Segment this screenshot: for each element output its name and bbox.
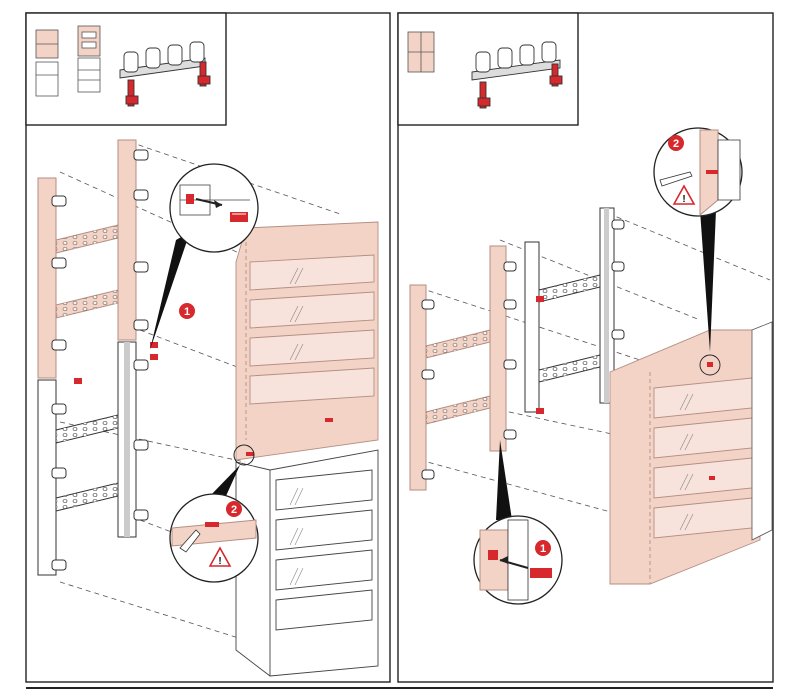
step-2-label-right: 2 (673, 138, 679, 150)
zoom-callout-icon (150, 163, 259, 350)
step-1-marker-right (535, 540, 551, 556)
zoom-callout-bottom-left: 2 ! (169, 444, 259, 583)
step-1-label-right: 1 (540, 543, 546, 555)
step-2-label-left: 2 (231, 504, 237, 516)
enclosure-upper-left (235, 221, 379, 461)
mounting-frame-left (37, 139, 158, 576)
panel-left: 1 2 ! (25, 12, 391, 683)
clip-icon (477, 63, 563, 109)
module-stack-icon (35, 25, 101, 97)
warning-symbol-right: ! (682, 194, 685, 205)
zoom-callout-bottom-right: 1 (473, 440, 563, 605)
clip-icon (125, 61, 211, 107)
busbar-comb-icon (471, 41, 563, 109)
enclosure-lower-left (235, 449, 379, 677)
panel-right: 2 ! 1 (397, 12, 774, 683)
step-2-marker-right (668, 135, 684, 151)
mounting-frame-right (409, 207, 625, 491)
step-1-marker-left: 1 (179, 303, 195, 319)
step-1-label-left: 1 (184, 306, 190, 318)
warning-triangle-icon: ! (208, 546, 232, 567)
module-stack-icon (407, 31, 435, 73)
zoom-callout-icon: 2 ! (653, 127, 743, 352)
enclosure-right-lower (751, 321, 773, 541)
step-2-marker-left (226, 501, 242, 517)
enclosure-right (609, 329, 761, 585)
busbar-comb-icon (119, 41, 211, 107)
warning-triangle-icon: ! (672, 184, 696, 205)
warning-symbol-left: ! (218, 556, 221, 567)
